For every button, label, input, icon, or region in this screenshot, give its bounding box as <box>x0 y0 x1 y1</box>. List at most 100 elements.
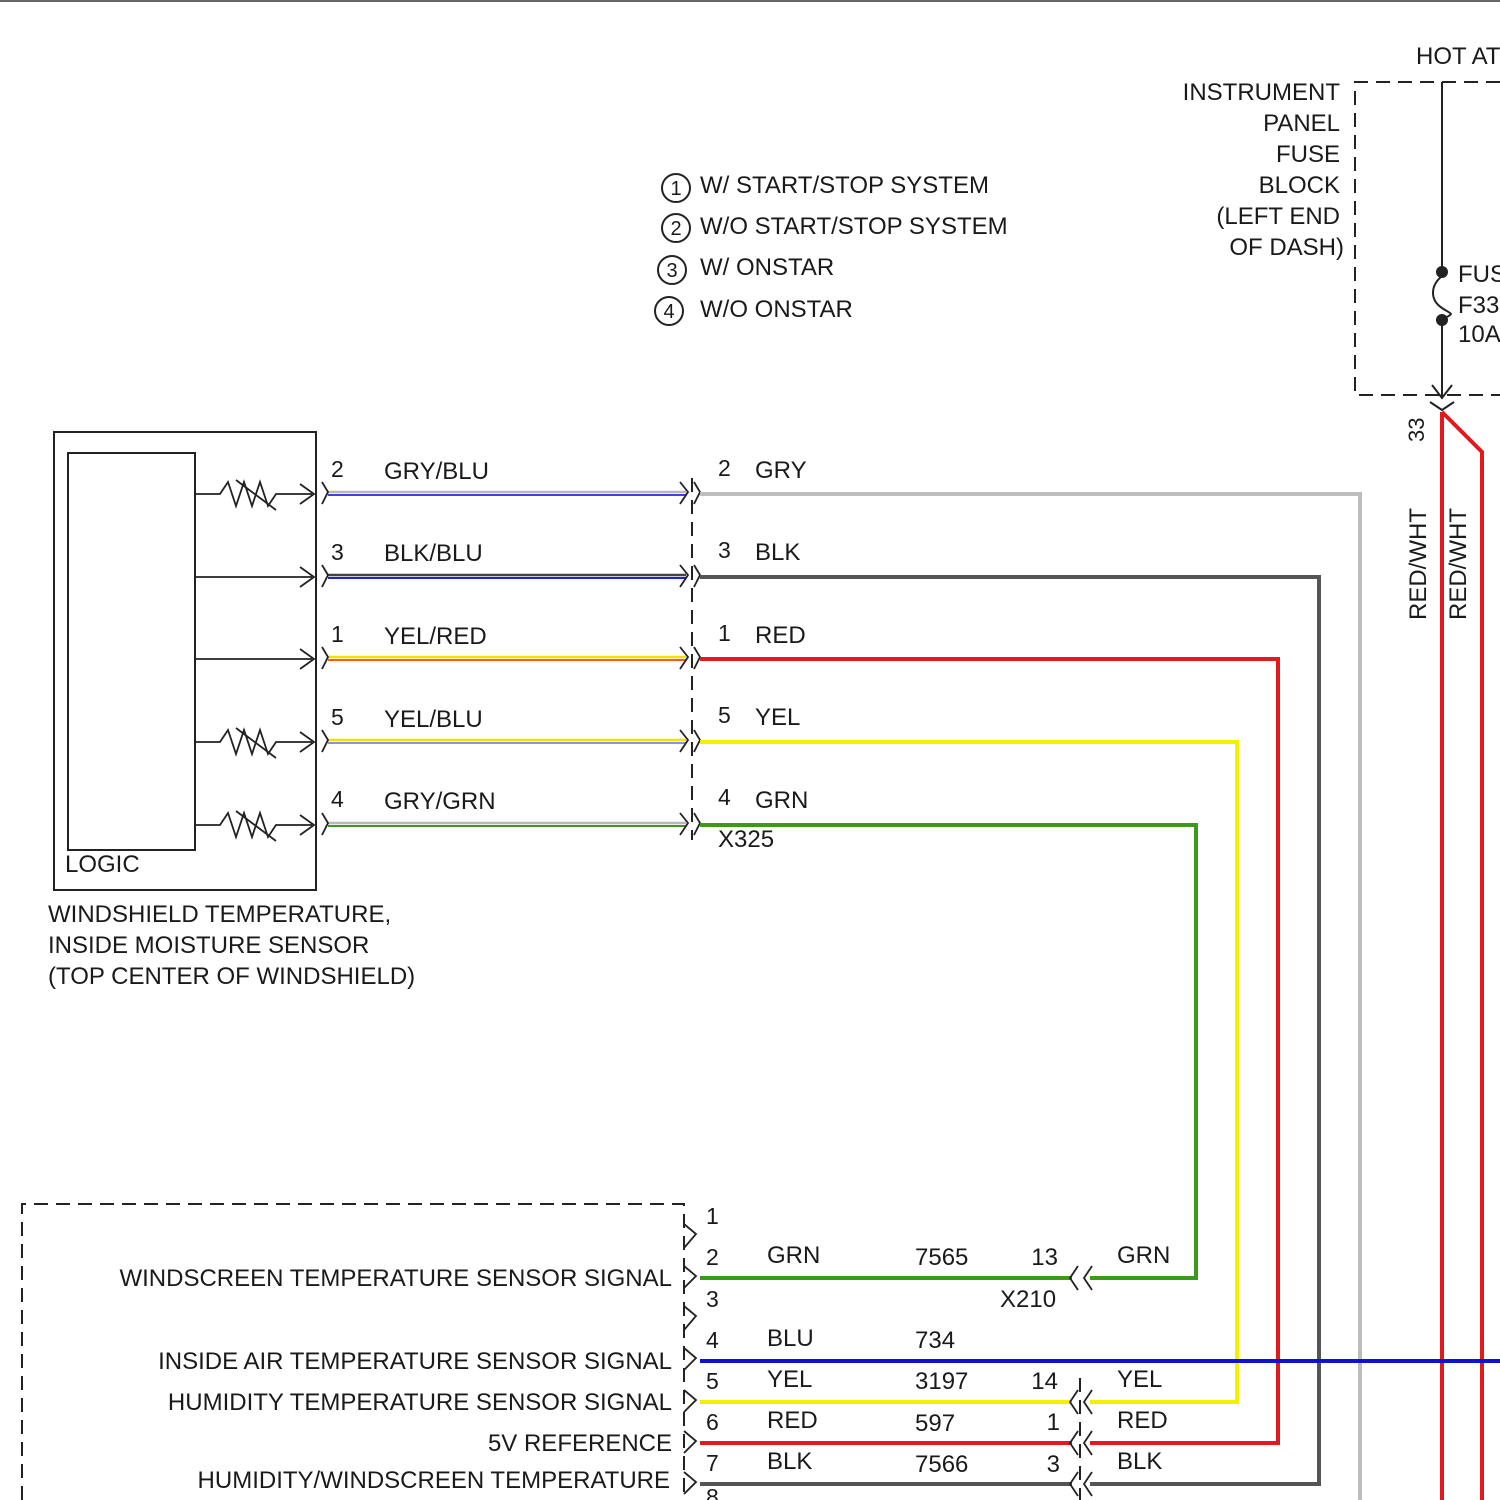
circuit-number: 734 <box>915 1327 955 1354</box>
signal-name: HUMIDITY/WINDSCREEN TEMPERATURE <box>198 1467 670 1494</box>
legend-text: W/O ONSTAR <box>700 296 853 323</box>
signal-name: INSIDE AIR TEMPERATURE SENSOR SIGNAL <box>158 1348 672 1375</box>
connector-bracket <box>684 1472 696 1494</box>
pin-number: 2 <box>706 1244 719 1270</box>
connector-x325: 2 GRY 3 BLK 1 RED 5 YEL 4 GRN X325 <box>680 455 808 853</box>
connector-bracket <box>694 482 700 504</box>
connector-bracket <box>322 730 328 752</box>
legend-text: W/O START/STOP SYSTEM <box>700 213 1008 240</box>
x210-pin-number: 3 <box>1047 1451 1060 1478</box>
pin-number: 6 <box>706 1409 719 1435</box>
pin-number: 5 <box>706 1368 719 1394</box>
connector-bracket <box>322 565 328 587</box>
pin-number: 7 <box>706 1450 719 1476</box>
pin-number: 1 <box>331 621 344 647</box>
logic-block <box>68 453 195 850</box>
sensor-outline <box>54 432 316 890</box>
fuse-block-line: FUSE <box>1276 141 1340 168</box>
thermistor-arrow <box>236 480 276 510</box>
legend-number: 2 <box>670 218 681 240</box>
wire-color-label: BLU <box>767 1325 814 1352</box>
wire-color-label: BLK <box>1117 1448 1162 1475</box>
pin-number: 1 <box>718 620 731 646</box>
thermistor-arrow <box>236 811 276 841</box>
x210-pin-number: 13 <box>1031 1244 1058 1271</box>
wire-color-label: RED <box>1117 1407 1168 1434</box>
connector-id-label: X325 <box>718 826 774 853</box>
connector-bracket <box>684 1390 696 1412</box>
connector-bracket <box>322 813 328 835</box>
pin-number-partial: 8 <box>706 1484 719 1500</box>
fuse-block-line: INSTRUMENT <box>1183 79 1341 106</box>
wire-color-label: YEL <box>767 1366 812 1393</box>
connector-bracket <box>684 1431 696 1453</box>
pin-number: 5 <box>718 702 731 728</box>
wire-color-label: YEL <box>755 704 800 731</box>
sensor-name-line: INSIDE MOISTURE SENSOR <box>48 932 369 959</box>
legend-number: 3 <box>666 260 677 282</box>
wire-yel <box>700 742 1237 1402</box>
connector-bracket <box>684 1306 696 1330</box>
connector-bracket <box>684 1266 696 1288</box>
wire-color-label: BLK <box>755 539 800 566</box>
circuit-number: 7565 <box>915 1244 968 1271</box>
thermistor-arrow <box>236 728 276 758</box>
connector-bracket <box>694 647 700 669</box>
wire-color-label: GRN <box>1117 1242 1170 1269</box>
wire-color-label: GRN <box>767 1242 820 1269</box>
sensor-name-line: WINDSHIELD TEMPERATURE, <box>48 901 391 928</box>
internal-circuit-pin-1 <box>195 649 314 669</box>
legend-number: 1 <box>670 178 681 200</box>
wire-color-label: RED/WHT <box>1405 508 1432 620</box>
wire-color-label: YEL <box>1117 1366 1162 1393</box>
logic-label: LOGIC <box>65 851 140 878</box>
wire-color-label: GRY <box>755 457 807 484</box>
fuse-block-line: BLOCK <box>1259 172 1340 199</box>
wire-color-label: RED <box>767 1407 818 1434</box>
pin-number: 1 <box>706 1203 719 1229</box>
signal-name: HUMIDITY TEMPERATURE SENSOR SIGNAL <box>168 1389 672 1416</box>
wire-grn <box>700 825 1196 1278</box>
pin-number: 2 <box>718 455 731 481</box>
connector-bracket <box>694 813 700 835</box>
pin-number: 3 <box>706 1286 719 1312</box>
legend-text: W/ ONSTAR <box>700 254 834 281</box>
legend-item-4: 4 W/O ONSTAR <box>655 296 853 325</box>
pin-number: 4 <box>706 1327 719 1353</box>
pin-number: 4 <box>718 784 731 810</box>
sensor-name-line: (TOP CENTER OF WINDSHIELD) <box>48 963 415 990</box>
fuse-block-outline <box>1355 82 1500 395</box>
pin-number: 2 <box>331 456 344 482</box>
wire-color-label: BLK/BLU <box>384 540 483 567</box>
wire-color-label: GRY/GRN <box>384 788 496 815</box>
legend-item-2: 2 W/O START/STOP SYSTEM <box>662 213 1008 242</box>
fuse-line: 10A <box>1458 321 1500 348</box>
fuse-pin-number: 33 <box>1404 418 1429 442</box>
circuit-number: 7566 <box>915 1451 968 1478</box>
fuse-block-line: OF DASH) <box>1229 234 1344 261</box>
connector-bracket <box>322 647 328 669</box>
fuse-block: HOT AT INSTRUMENT PANEL FUSE BLOCK (LEFT… <box>1183 43 1500 1500</box>
connector-bracket <box>694 565 700 587</box>
legend-number: 4 <box>663 301 674 323</box>
moisture-sensor: LOGIC WINDSHIELD TEMPERATURE, INSIDE MOI… <box>48 432 415 990</box>
x210-pin-number: 1 <box>1047 1409 1060 1436</box>
wire-color-label: YEL/BLU <box>384 706 483 733</box>
wire-color-label: RED/WHT <box>1445 508 1472 620</box>
internal-circuit-pin-2 <box>195 480 314 510</box>
connector-arrow <box>1430 402 1454 410</box>
internal-circuit-pin-3 <box>195 567 314 587</box>
legend-item-1: 1 W/ START/STOP SYSTEM <box>662 172 989 202</box>
internal-circuit-pin-5 <box>195 728 314 758</box>
wire-color-label: RED <box>755 622 806 649</box>
fuse-line: F33 <box>1458 292 1499 319</box>
pin-number: 3 <box>718 537 731 563</box>
fuse-block-line: (LEFT END <box>1216 203 1340 230</box>
wire-color-label: YEL/RED <box>384 623 487 650</box>
circuit-number: 3197 <box>915 1368 968 1395</box>
connector-bracket <box>694 730 700 752</box>
sensor-pigtail: 2 GRY/BLU 3 BLK/BLU 1 YEL/RED 5 YEL/BLU … <box>322 456 686 835</box>
legend-text: W/ START/STOP SYSTEM <box>700 172 989 199</box>
connector-id-label: X210 <box>1000 1286 1056 1313</box>
